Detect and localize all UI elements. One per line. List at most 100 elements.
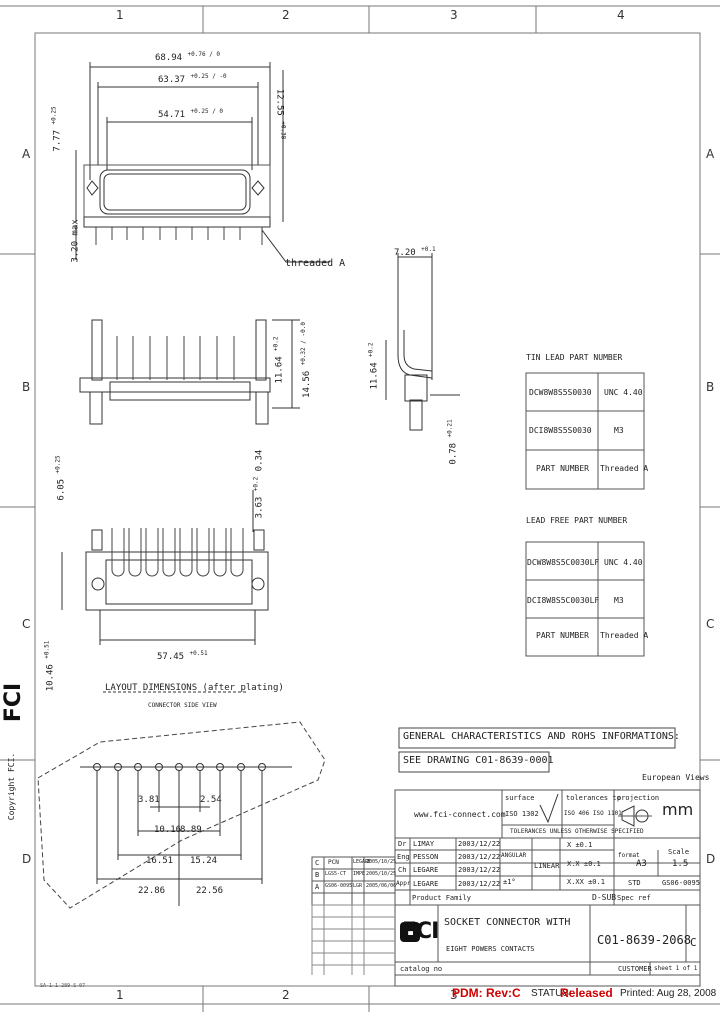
title-line-2: EIGHT POWERS CONTACTS [446, 945, 535, 953]
rev-c: C [315, 859, 320, 867]
zone-column-1-bottom: 1 [116, 988, 124, 1002]
mid-view-drawing [79, 319, 300, 425]
layout-d3: 10.16 [154, 825, 182, 835]
role-ch: Ch [398, 866, 407, 874]
rev-b-date: 2005/10/25 [366, 871, 397, 877]
rev-c-date: 2005/10/25 [366, 859, 397, 865]
customer-label: CUSTOMER [618, 965, 652, 973]
angular-value: ±1° [503, 878, 516, 886]
zone-row-a: A [22, 147, 31, 161]
name-eng: PESSON [413, 853, 439, 861]
european-views: European Views [642, 773, 710, 782]
tin-lead-part-1: DCW8W8S5S0030 [529, 388, 592, 397]
bottom-dim-right: 3.63 +0.2 0.34 [252, 449, 265, 519]
bottom-dim-width: 57.45 +0.51 [157, 650, 208, 662]
lead-free-part-1: DCW8W8S5C0030LF [527, 558, 600, 567]
dim-tail: 3.20 max [70, 219, 81, 263]
role-dr: Dr [398, 840, 407, 848]
zone-column-3: 3 [450, 8, 458, 22]
zone-column-1: 1 [116, 8, 124, 22]
layout-title: LAYOUT DIMENSIONS (after plating) [105, 683, 284, 693]
product-family-label: Product Family [412, 894, 472, 902]
printed-date: Printed: Aug 28, 2008 [620, 988, 717, 999]
date-ch: 2003/12/22 [458, 866, 501, 874]
lead-free-thread-2: M3 [614, 596, 624, 605]
dim-shell: 54.71 +0.25 / 0 [158, 108, 224, 120]
zone-row-c: C [22, 617, 31, 631]
status-label: STATUS: [531, 988, 572, 999]
product-family-value: D-SUB [592, 893, 617, 902]
name-ch: LEGARE [413, 866, 439, 874]
layout-subtitle: CONNECTOR SIDE VIEW [148, 702, 217, 709]
bottom-view-drawing [61, 490, 269, 645]
title-block-grid [311, 789, 701, 987]
copyright-text: Copyright FCI. [7, 752, 17, 821]
format-value: A3 [636, 859, 647, 869]
bottom-dim-left: 6.05 +0.25 [54, 455, 67, 501]
linear-row-3: X.XX ±0.1 [567, 878, 605, 886]
linear-row-1: X ±0.1 [567, 841, 593, 849]
dim-overall: 68.94 +0.76 / 0 [155, 51, 221, 63]
format-label: format [618, 852, 640, 859]
general-line-1: GENERAL CHARACTERISTICS AND ROHS INFORMA… [403, 731, 680, 742]
pdm-revision: PDM: Rev:C [452, 986, 521, 1000]
surface-label: surface [505, 794, 535, 802]
general-line-2: SEE DRAWING C01-8639-0001 [403, 755, 554, 766]
role-appr: Appr [396, 880, 411, 887]
tolerance-note: TOLERANCES UNLESS OTHERWISE SPECIFIED [510, 828, 644, 835]
tin-lead-title: TIN LEAD PART NUMBER [526, 353, 623, 362]
side-dim-thickness: 0.78 +0.21 [446, 419, 459, 465]
thread-label: threaded A [285, 258, 346, 269]
title-block-fci-logo: FCI [402, 919, 439, 944]
rev-c-desc: PCN [328, 859, 339, 866]
name-appr: LEGARE [413, 880, 439, 888]
spec-ref-label: Spec ref [617, 894, 651, 902]
lead-free-thread-1: UNC 4.40 [604, 558, 643, 567]
lead-free-thread-header: Threaded A [600, 631, 649, 640]
footer-code: SA-1-1 289-S-07 [40, 983, 86, 989]
projection-unit: mm [662, 800, 694, 819]
layout-d2: 2.54 [200, 795, 222, 805]
bottom-dim-height: 10.46 +0.51 [43, 640, 56, 692]
mid-dim-b: 14.56 +0.32 / -0.0 [299, 322, 312, 398]
rev-b-desc: LGS5-CT [325, 871, 347, 877]
linear-row-2: X.X ±0.1 [567, 860, 601, 868]
status-value: Released [560, 986, 613, 1000]
rev-c-by: LEGARE [353, 859, 372, 865]
scale-value: 1.5 [672, 859, 689, 869]
rev-a-date: 2005/06/06 [366, 883, 397, 889]
fci-logo-mark [400, 922, 420, 942]
layout-d8: 22.56 [196, 886, 224, 896]
inner-frame [34, 32, 701, 987]
name-dr: LIMAY [413, 840, 435, 848]
scale-label: Scale [668, 848, 690, 856]
dim-mount: 63.37 +0.25 / -0 [158, 73, 227, 85]
side-dim-depth: 7.20 +0.1 [394, 246, 436, 258]
lead-free-title: LEAD FREE PART NUMBER [526, 516, 628, 525]
zone-row-b-right: B [706, 380, 715, 394]
rev-b-by: IMPE [353, 871, 366, 877]
tin-lead-thread-2: M3 [614, 426, 624, 435]
surface-value: ISO 1302 [505, 810, 539, 818]
zone-row-d: D [22, 852, 32, 866]
rev-a: A [315, 883, 320, 891]
tin-lead-part-2: DCI8W8S5S0030 [529, 426, 592, 435]
date-dr: 2003/12/22 [458, 840, 501, 848]
angular-label: ANGULAR [501, 852, 527, 859]
role-eng: Eng [397, 853, 410, 861]
tolerances-label: tolerances to [566, 794, 621, 802]
sheet-label: sheet 1 of 1 [654, 965, 698, 972]
lead-free-part-header: PART NUMBER [536, 631, 589, 640]
layout-d7: 22.86 [138, 886, 166, 896]
side-dim-height: 11.64 +0.2 [367, 342, 380, 390]
layout-dims-drawing [37, 691, 326, 909]
dim-height-right: 12.55 +0.38 [274, 88, 287, 140]
front-view-drawing [75, 62, 330, 263]
layout-d4: 8.89 [180, 825, 202, 835]
zone-column-3-bottom: 3 [450, 988, 458, 1002]
zone-row-c-right: C [706, 617, 715, 631]
rev-b: B [315, 871, 320, 879]
layout-d6: 15.24 [190, 856, 218, 866]
drawing-number: C01-8639-2068 [597, 933, 691, 947]
